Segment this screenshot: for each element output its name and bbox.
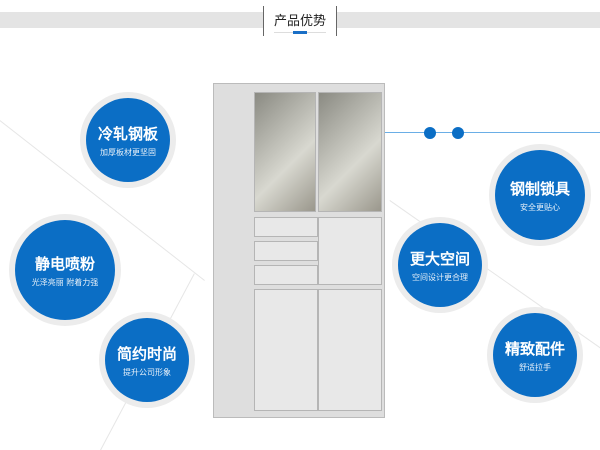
- lower-door-left: [254, 289, 318, 411]
- feature-title: 精致配件: [504, 339, 565, 358]
- feature-title: 静电喷粉: [34, 254, 95, 273]
- file-cabinet-image: [213, 83, 385, 418]
- drawer: [254, 265, 318, 285]
- feature-title: 更大空间: [409, 249, 470, 268]
- middle-door: [318, 217, 382, 285]
- glass-door-right: [318, 92, 382, 212]
- feature-subtitle: 空间设计更合理: [412, 272, 468, 282]
- connector-dot: [424, 127, 436, 139]
- title-underline: [274, 31, 326, 34]
- feature-fine-accessories: 精致配件 舒适拉手: [493, 313, 577, 397]
- connector-dot: [452, 127, 464, 139]
- feature-steel-lock: 钢制锁具 安全更贴心: [495, 150, 585, 240]
- feature-subtitle: 安全更贴心: [520, 202, 560, 212]
- feature-title: 钢制锁具: [509, 179, 570, 198]
- feature-simple-style: 简约时尚 提升公司形象: [105, 318, 189, 402]
- connector-line: [385, 132, 600, 133]
- feature-more-space: 更大空间 空间设计更合理: [398, 223, 482, 307]
- feature-subtitle: 舒适拉手: [519, 362, 551, 372]
- drawer: [254, 241, 318, 261]
- feature-subtitle: 加厚板材更坚固: [100, 147, 156, 157]
- feature-powder-coating: 静电喷粉 光泽亮丽 附着力强: [15, 220, 115, 320]
- glass-door-left: [254, 92, 316, 212]
- feature-cold-rolled-steel: 冷轧钢板 加厚板材更坚固: [86, 98, 170, 182]
- feature-subtitle: 提升公司形象: [123, 367, 171, 377]
- feature-subtitle: 光泽亮丽 附着力强: [31, 277, 99, 287]
- lower-door-right: [318, 289, 382, 411]
- section-title: 产品优势: [273, 14, 326, 29]
- feature-title: 简约时尚: [116, 344, 177, 363]
- feature-title: 冷轧钢板: [97, 124, 158, 143]
- drawer: [254, 217, 318, 237]
- section-title-box: 产品优势: [263, 6, 337, 36]
